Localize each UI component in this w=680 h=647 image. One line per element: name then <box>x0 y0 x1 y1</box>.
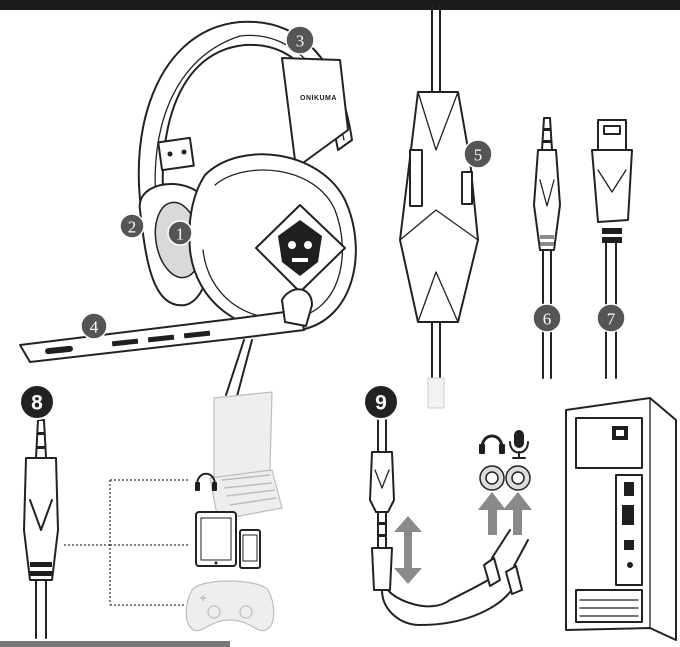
double-arrow-icon <box>394 516 422 584</box>
phone-illustration <box>239 529 261 569</box>
plug-8-illustration <box>23 419 59 639</box>
callout-badge-8: 8 <box>19 384 55 420</box>
svg-text:5: 5 <box>474 146 483 165</box>
callout-badge-3: 3 <box>285 25 315 55</box>
callout-badge-9: 9 <box>363 384 399 420</box>
gamepad-illustration <box>185 580 275 632</box>
splitter-cable-illustration <box>369 419 529 626</box>
inline-controller-illustration <box>399 4 479 409</box>
audio-port-headphone <box>479 465 505 491</box>
callout-badge-7: 7 <box>596 303 626 333</box>
callout-badge-5: 5 <box>463 139 493 169</box>
svg-text:6: 6 <box>543 310 552 329</box>
audio-port-microphone <box>505 465 531 491</box>
callout-badge-1: 1 <box>167 220 193 246</box>
svg-text:7: 7 <box>607 310 616 329</box>
svg-text:8: 8 <box>31 392 43 415</box>
svg-text:2: 2 <box>128 218 137 237</box>
svg-text:1: 1 <box>176 225 185 244</box>
callout-badge-4: 4 <box>80 312 108 340</box>
microphone-icon <box>509 430 529 459</box>
svg-text:3: 3 <box>296 32 305 51</box>
audio-plug-illustration <box>533 117 561 379</box>
callout-badge-2: 2 <box>119 213 145 239</box>
headphone-icon <box>479 434 505 454</box>
up-arrow-icon <box>478 492 506 535</box>
up-arrow-icon <box>503 492 532 535</box>
headphone-icon <box>195 472 217 491</box>
brand-label: ONIKUMA <box>300 95 337 102</box>
top-border-bar <box>0 0 680 10</box>
pc-tower-illustration <box>565 397 677 641</box>
usb-plug-illustration <box>591 119 633 379</box>
headset-illustration: ONIKUMA <box>19 20 357 401</box>
laptop-illustration <box>209 391 283 521</box>
callout-badge-6: 6 <box>532 303 562 333</box>
svg-text:9: 9 <box>375 392 387 415</box>
bottom-border-bar <box>0 641 230 647</box>
tablet-illustration <box>195 511 237 567</box>
device-connection-lines <box>64 479 190 606</box>
svg-text:4: 4 <box>90 318 99 337</box>
